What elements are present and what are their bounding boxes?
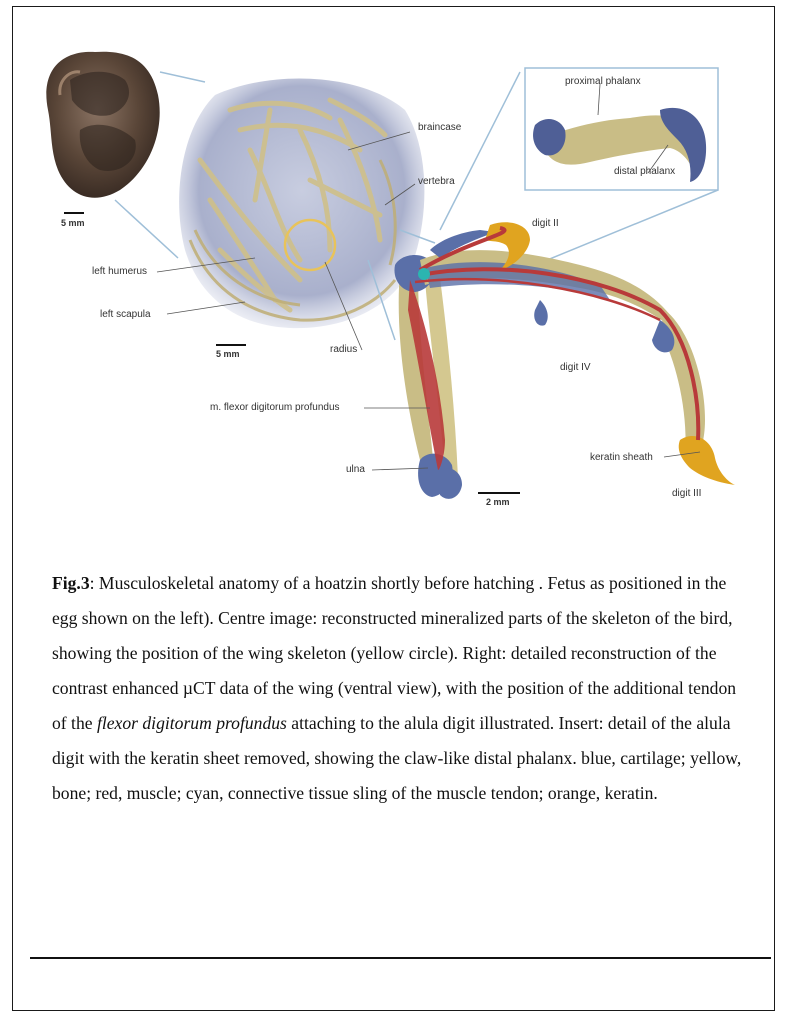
- caption-italic-term: flexor digitorum profundus: [97, 713, 287, 733]
- label-flexor: m. flexor digitorum profundus: [210, 402, 340, 414]
- caption-text-part1: : Musculoskeletal anatomy of a hoatzin s…: [52, 573, 736, 733]
- label-distal-phalanx: distal phalanx: [614, 166, 675, 178]
- scale-label-wing: 2 mm: [486, 496, 510, 508]
- figure-caption: Fig.3: Musculoskeletal anatomy of a hoat…: [52, 566, 742, 811]
- scale-label-skeleton: 5 mm: [216, 348, 240, 360]
- label-radius: radius: [330, 344, 357, 356]
- label-proximal-phalanx: proximal phalanx: [565, 76, 641, 88]
- label-braincase: braincase: [418, 122, 461, 134]
- anatomy-figure: braincase vertebra left humerus left sca…: [0, 0, 788, 530]
- egg-image: [46, 52, 159, 198]
- label-digit-iv: digit IV: [560, 362, 591, 374]
- wing-scale-bar: [478, 492, 520, 494]
- label-left-scapula: left scapula: [100, 309, 151, 321]
- skeleton-scale-bar: [216, 344, 246, 346]
- label-digit-iii: digit III: [672, 488, 701, 500]
- figure-illustration: [0, 0, 788, 530]
- caption-divider: [30, 957, 771, 959]
- label-ulna: ulna: [346, 464, 365, 476]
- wing-reconstruction: [394, 222, 735, 499]
- caption-figure-label: Fig.3: [52, 573, 90, 593]
- tendon-sling: [418, 268, 430, 280]
- egg-scale-bar: [64, 212, 84, 214]
- label-left-humerus: left humerus: [92, 266, 147, 278]
- scale-label-egg: 5 mm: [61, 217, 85, 229]
- label-vertebra: vertebra: [418, 176, 455, 188]
- label-digit-ii: digit II: [532, 218, 559, 230]
- label-keratin-sheath: keratin sheath: [590, 452, 653, 464]
